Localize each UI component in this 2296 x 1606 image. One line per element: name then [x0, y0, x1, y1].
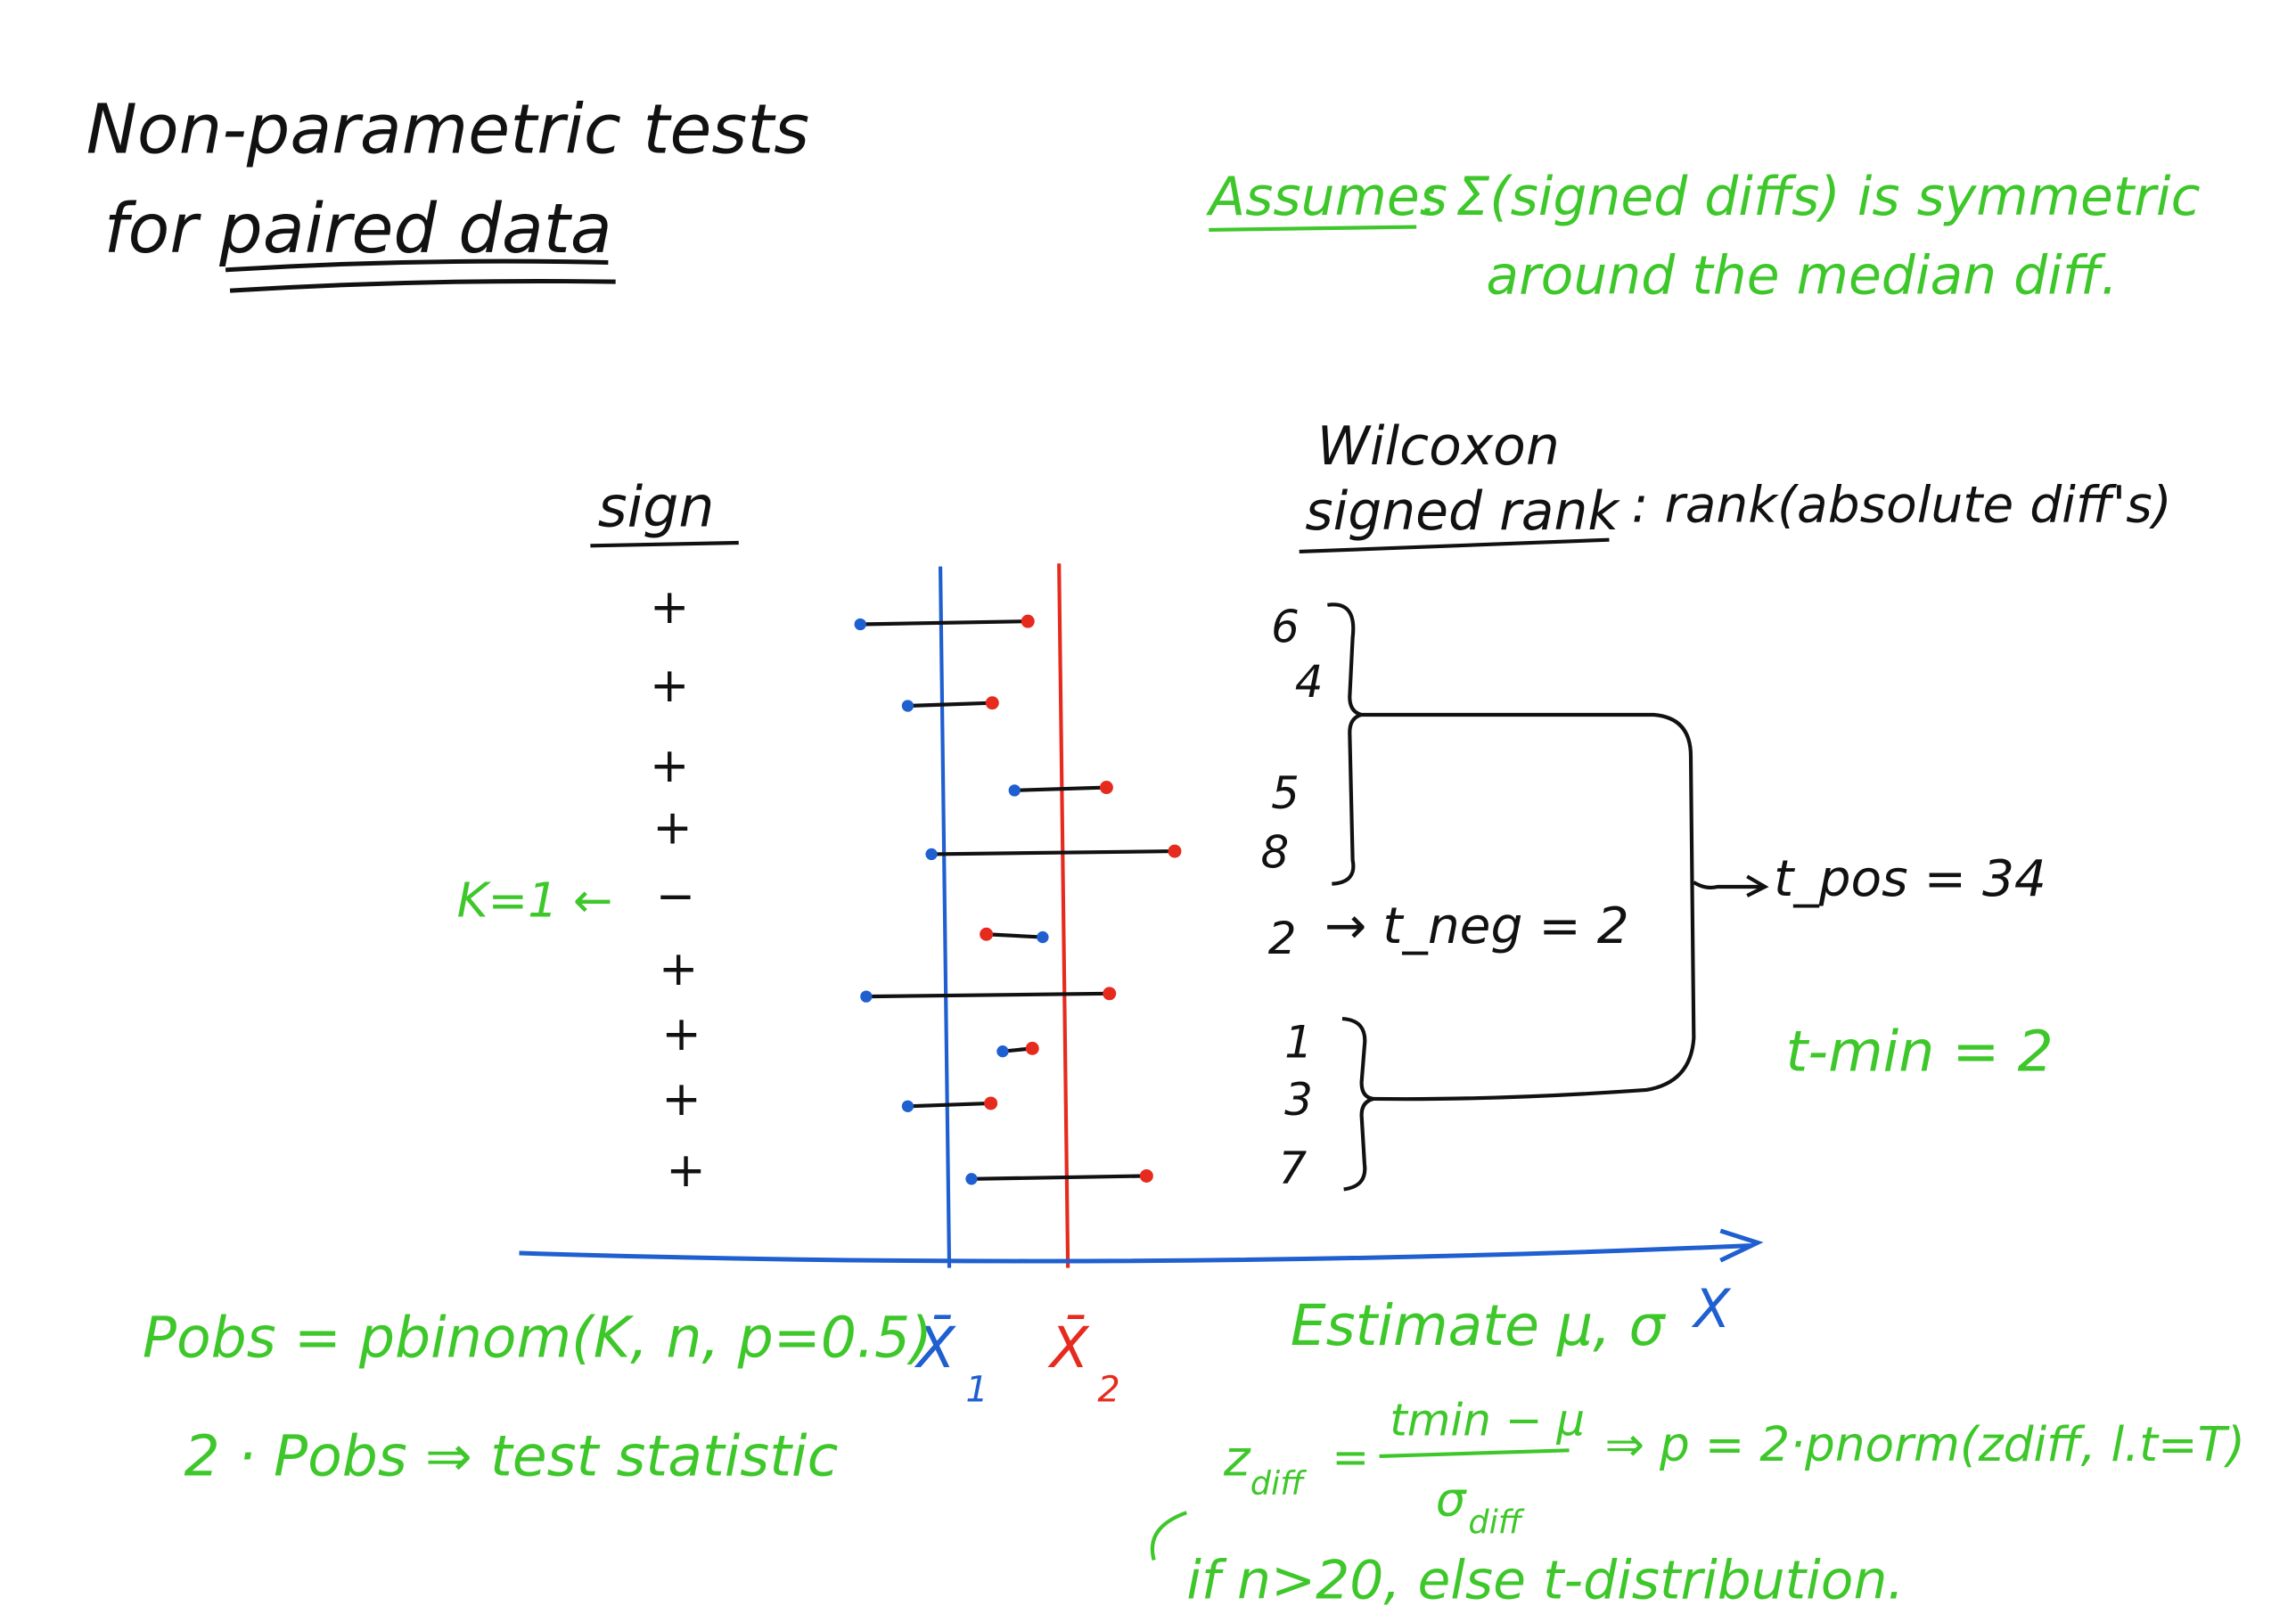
positive-ranks-connector: [1361, 712, 1696, 1102]
pair-segment: [971, 1174, 1147, 1181]
sign-mark: +: [666, 1143, 706, 1198]
z-numerator: tmin − μ: [1390, 1395, 1585, 1446]
x2-mean-line: [1057, 563, 1070, 1268]
wilcoxon-header-desc: : rank(absolute diff's): [1631, 476, 2171, 535]
rank-value: 7: [1278, 1143, 1307, 1194]
pair-segment: [865, 991, 1110, 999]
sign-mark: +: [652, 800, 693, 856]
x2-point: [1103, 987, 1117, 1001]
x2-axis-label: X̄: [1047, 1315, 1090, 1381]
x1-point: [860, 990, 873, 1003]
sign-mark: +: [650, 579, 690, 635]
rank-value: 4: [1295, 656, 1324, 708]
pair-segment: [1014, 785, 1107, 792]
rank-value: 5: [1271, 767, 1300, 819]
x1-axis-label: X̄: [914, 1315, 956, 1381]
z-equals: =: [1332, 1431, 1369, 1483]
sign-column: + + + + − + + + +: [650, 579, 706, 1198]
pair-segment: [907, 1101, 991, 1109]
x1-point: [965, 1173, 978, 1185]
x1-axis-sub: 1: [965, 1369, 988, 1410]
positive-upper-brace: [1327, 602, 1363, 886]
wilcoxon-header-line2: signed rank: [1305, 480, 1620, 543]
t-pos-arrow: [1693, 881, 1762, 890]
p-formula: ⇒ p = 2·pnorm(zdiff, l.t=T): [1604, 1417, 2244, 1472]
sign-header: sign: [598, 474, 715, 540]
sign-mark: +: [661, 1006, 701, 1061]
note-pointer: [1150, 1511, 1187, 1561]
estimate-label: Estimate μ, σ: [1291, 1292, 1667, 1358]
sign-mark: +: [661, 1071, 701, 1127]
x2-point: [1139, 1168, 1153, 1183]
sign-mark: +: [659, 941, 699, 996]
sign-mark: −: [656, 868, 696, 923]
rank-column: 6 4 5 8 2 1 3 7: [1260, 601, 1323, 1193]
t-min-label: t-min = 2: [1785, 1018, 2053, 1084]
assumption-label: Assumes: [1205, 166, 1447, 228]
x2-point: [1168, 844, 1182, 858]
pair-segment: [986, 932, 1043, 939]
x1-point: [1037, 930, 1049, 944]
pair-segment: [931, 848, 1175, 856]
pobs-formula: Pobs = pbinom(K, n, p=0.5): [143, 1304, 932, 1370]
pair-segment: [907, 701, 993, 709]
x-axis-arrow-icon: [1719, 1228, 1764, 1263]
z-lhs: z: [1223, 1430, 1251, 1488]
z-denominator-sub: diff: [1468, 1503, 1524, 1541]
title-line1: Non-parametric tests: [86, 90, 809, 169]
x2-point: [1099, 781, 1113, 795]
z-denominator: σ: [1436, 1472, 1468, 1528]
x2-axis-sub: 2: [1097, 1369, 1119, 1410]
rank-value: 8: [1260, 826, 1289, 878]
t-pos-arrow-head-icon: [1746, 874, 1769, 897]
x1-point: [901, 700, 914, 712]
sign-header-underline: [590, 540, 739, 548]
paired-differences: [854, 614, 1182, 1185]
assumption-underline: [1209, 225, 1417, 232]
x2-point: [984, 1096, 998, 1110]
x-axis-label: X: [1691, 1278, 1732, 1340]
t-pos-label: t_pos = 34: [1774, 849, 2046, 908]
rank-value: 2: [1268, 913, 1297, 964]
rank-value: 1: [1284, 1016, 1313, 1068]
assumption-line1: : Σ(signed diffs) is symmetric: [1421, 166, 2200, 228]
statistic-formula: 2 · Pobs ⇒ test statistic: [184, 1423, 838, 1489]
positive-lower-brace: [1341, 1017, 1374, 1192]
rank-value: 6: [1271, 601, 1300, 652]
x2-point: [985, 696, 999, 710]
k-label: K=1 ←: [457, 873, 613, 928]
x-axis: [519, 1243, 1751, 1264]
title-underline: [225, 258, 609, 273]
sign-mark: +: [650, 658, 690, 713]
x1-point: [1008, 784, 1021, 797]
normal-approx-note: if n>20, else t-distribution.: [1186, 1550, 1904, 1606]
x1-point: [925, 848, 938, 861]
rank-value: 3: [1284, 1074, 1313, 1126]
x1-point: [996, 1045, 1009, 1058]
z-fraction-bar: [1379, 1448, 1570, 1459]
x1-point: [854, 618, 866, 631]
wilcoxon-header-line1: Wilcoxon: [1317, 415, 1560, 478]
wilcoxon-header-underline: [1299, 537, 1610, 554]
x2-point: [1025, 1041, 1039, 1055]
title-double-underline: [229, 278, 616, 293]
title-line2: for paired data: [104, 190, 612, 269]
x2-point: [980, 927, 994, 941]
pair-segment: [860, 619, 1029, 627]
assumption-line2: around the median diff.: [1486, 244, 2118, 307]
sign-mark: +: [650, 738, 690, 793]
z-lhs-sub: diff: [1250, 1464, 1307, 1503]
x2-point: [1021, 614, 1035, 628]
x1-point: [901, 1100, 914, 1112]
x1-mean-line: [938, 566, 952, 1268]
t-neg-label: → t_neg = 2: [1324, 897, 1629, 955]
